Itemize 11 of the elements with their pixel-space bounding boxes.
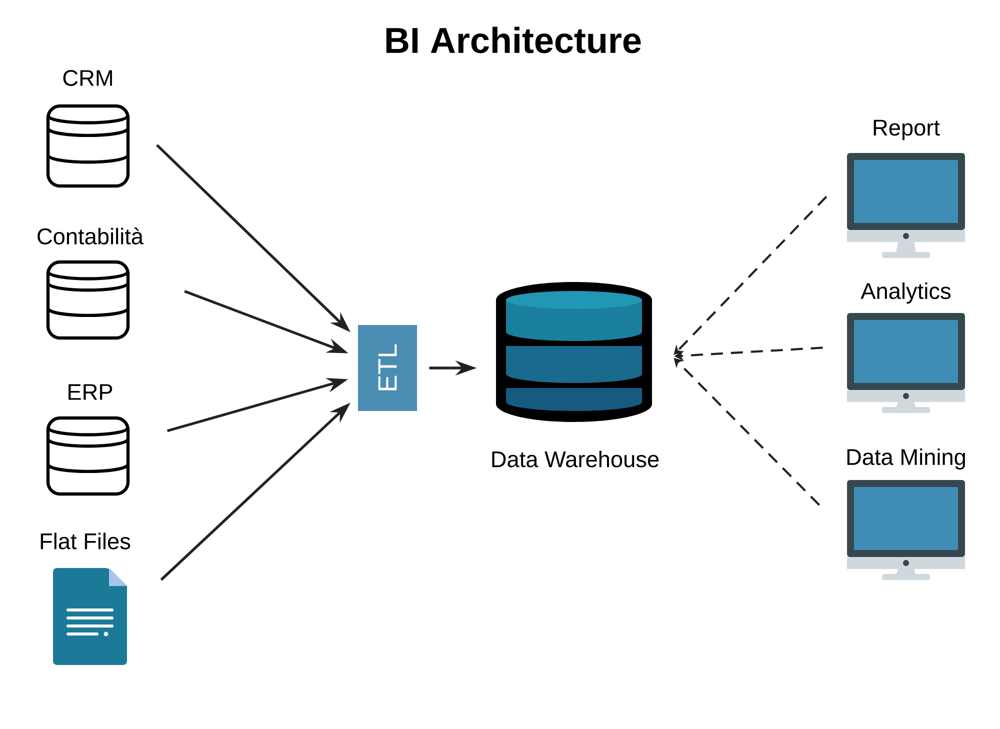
dashed-arrow [674,196,828,355]
etl-box: ETL [358,325,417,411]
output-label: Data Mining [847,448,965,470]
source-label: ERP [68,384,112,400]
title: BI Architecture [386,26,641,54]
source-label: CRM [63,70,112,86]
source-label: Flat Files [40,532,130,550]
output-label: Report [874,120,940,140]
source-label: Contabilità [38,228,144,244]
warehouse-label: Data Warehouse [492,450,659,468]
output-label: Analytics [860,282,951,304]
